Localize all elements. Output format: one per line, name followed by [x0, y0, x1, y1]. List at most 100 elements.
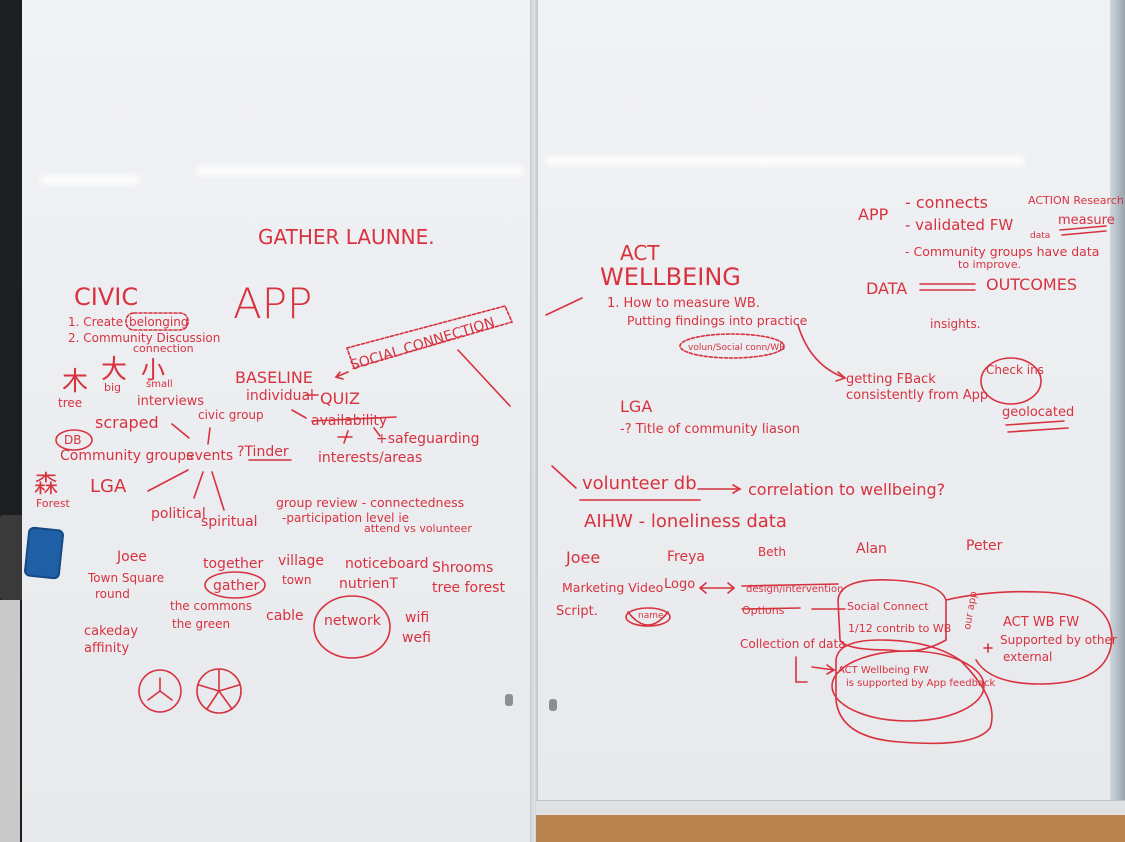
- tinder-note: ?Tinder: [237, 444, 289, 460]
- lga-right-note: LGA: [620, 397, 652, 416]
- validated-fw-note: - validated FW: [905, 216, 1013, 234]
- events-note: events: [186, 448, 233, 464]
- the-green-note: the green: [172, 617, 230, 631]
- community-groups-data-note: - Community groups have data: [905, 244, 1099, 259]
- wooden-cabinet: [536, 815, 1125, 842]
- volunteer-db-note: volunteer db: [582, 473, 697, 494]
- insights-note: insights.: [930, 317, 981, 331]
- name-alan: Alan: [856, 541, 887, 557]
- check-ins-circle: [980, 357, 1042, 405]
- civic-item-2: 2. Community Discussion: [68, 331, 220, 345]
- options-note: Options: [742, 604, 785, 617]
- town-note: town: [282, 573, 311, 587]
- strike-availability: [311, 416, 397, 422]
- act-wellbeing-fw-note: ACT Wellbeing FW: [838, 665, 929, 676]
- consistently-note: consistently from App: [846, 388, 988, 403]
- civic-group-note: civic group: [198, 408, 264, 422]
- the-commons-note: the commons: [170, 599, 252, 613]
- connector-line: [457, 349, 511, 407]
- glyph-small-label: small: [146, 379, 173, 390]
- aihw-note: AIHW - loneliness data: [584, 511, 787, 532]
- db-note: DB: [64, 433, 81, 447]
- findings-note: Putting findings into practice: [627, 313, 808, 328]
- marketing-video-note: Marketing Video: [562, 580, 663, 595]
- connector-line: [551, 465, 577, 489]
- glyph-tree: 木: [62, 367, 88, 397]
- gather-note: gather: [213, 578, 259, 594]
- name-freya: Freya: [667, 549, 705, 565]
- glyph-big: 大: [101, 355, 127, 385]
- marker-tray: [536, 800, 1125, 817]
- light-reflection: [545, 156, 1025, 166]
- social-connect-note: Social Connect: [847, 600, 929, 613]
- getting-fback-note: getting FBack: [846, 372, 936, 387]
- pie-symbol-three-spokes: [147, 677, 173, 701]
- whiteboard-left: [22, 0, 530, 842]
- participation-note: -participation level ie: [282, 511, 409, 525]
- name-peter: Peter: [966, 538, 1003, 554]
- volun-social-wb-note: volun/Social conn/WB: [688, 343, 785, 353]
- data-heading: DATA: [866, 279, 907, 298]
- arrow-head: [732, 484, 742, 494]
- glyph-forest: 森: [34, 470, 58, 498]
- script-note: Script.: [556, 604, 598, 619]
- arrow-head: [334, 371, 344, 380]
- measure-wb-note: 1. How to measure WB.: [607, 296, 760, 311]
- cakeday-note: cakeday: [84, 624, 138, 639]
- scraped-note: scraped: [95, 413, 159, 432]
- action-research-note: ACTION Research: [1028, 194, 1124, 207]
- supported-by-other-note: Supported by other: [1000, 633, 1117, 647]
- light-reflection: [40, 175, 140, 185]
- to-improve-note: to improve.: [958, 258, 1021, 271]
- spiritual-note: spiritual: [201, 514, 258, 530]
- wellbeing-heading: WELLBEING: [600, 263, 741, 291]
- app-block-heading: APP: [858, 205, 889, 224]
- data-small-note: data: [1030, 231, 1050, 241]
- arrow-line: [335, 371, 349, 378]
- individual-note: individual: [246, 388, 314, 404]
- attend-note: attend vs volunteer: [364, 522, 472, 535]
- glyph-tree-label: tree: [58, 396, 82, 410]
- act-wb-fw-shape: [945, 590, 1113, 685]
- outcomes-heading: OUTCOMES: [986, 275, 1077, 294]
- geolocated-note: geolocated: [1002, 405, 1074, 420]
- political-note: political: [151, 506, 206, 522]
- connector-line: [171, 423, 190, 439]
- tree-forest-note: tree forest: [432, 580, 505, 596]
- belonging-dashed-box: [125, 312, 189, 331]
- board-handle[interactable]: [549, 699, 557, 711]
- gather-circle: [204, 571, 266, 599]
- group-review-note: group review - connectedness: [276, 495, 464, 510]
- affinity-note: affinity: [84, 641, 129, 656]
- glyph-forest-label: Forest: [36, 497, 70, 510]
- pie-symbol-five-spokes: [198, 669, 240, 710]
- civic-connection: connection: [133, 342, 194, 355]
- availability-note: availability: [311, 413, 387, 429]
- network-circle: [313, 595, 391, 659]
- connector-line: [207, 427, 211, 445]
- joee-left-note: Joee: [116, 549, 147, 565]
- correlation-note: correlation to wellbeing?: [748, 480, 945, 499]
- glyph-small: 小: [141, 356, 165, 384]
- volun-dashed-oval: [679, 333, 785, 359]
- design-intervention-note: design/intervention: [746, 584, 843, 595]
- board-seam: [530, 0, 538, 842]
- name-note: name: [638, 611, 664, 621]
- wall-panel: [0, 600, 20, 842]
- check-ins-note: Check ins: [986, 363, 1044, 377]
- double-arrow: [698, 582, 736, 594]
- measure-underline: [1061, 230, 1107, 236]
- board-handle[interactable]: [505, 694, 513, 706]
- civic-belonging: belonging: [129, 315, 188, 329]
- social-connection-dashed-box: [345, 305, 514, 369]
- pie-symbol-five: [196, 668, 242, 714]
- act-wb-fw-note: ACT WB FW: [1003, 615, 1079, 630]
- arrow-getting-fback: [797, 324, 846, 379]
- interests-note: interests/areas: [318, 450, 422, 466]
- connector-line: [545, 297, 583, 316]
- strike-design: [741, 583, 839, 587]
- noticeboard-note: noticeboard: [345, 556, 429, 572]
- db-circle: [55, 429, 93, 451]
- glyph-big-label: big: [104, 381, 121, 394]
